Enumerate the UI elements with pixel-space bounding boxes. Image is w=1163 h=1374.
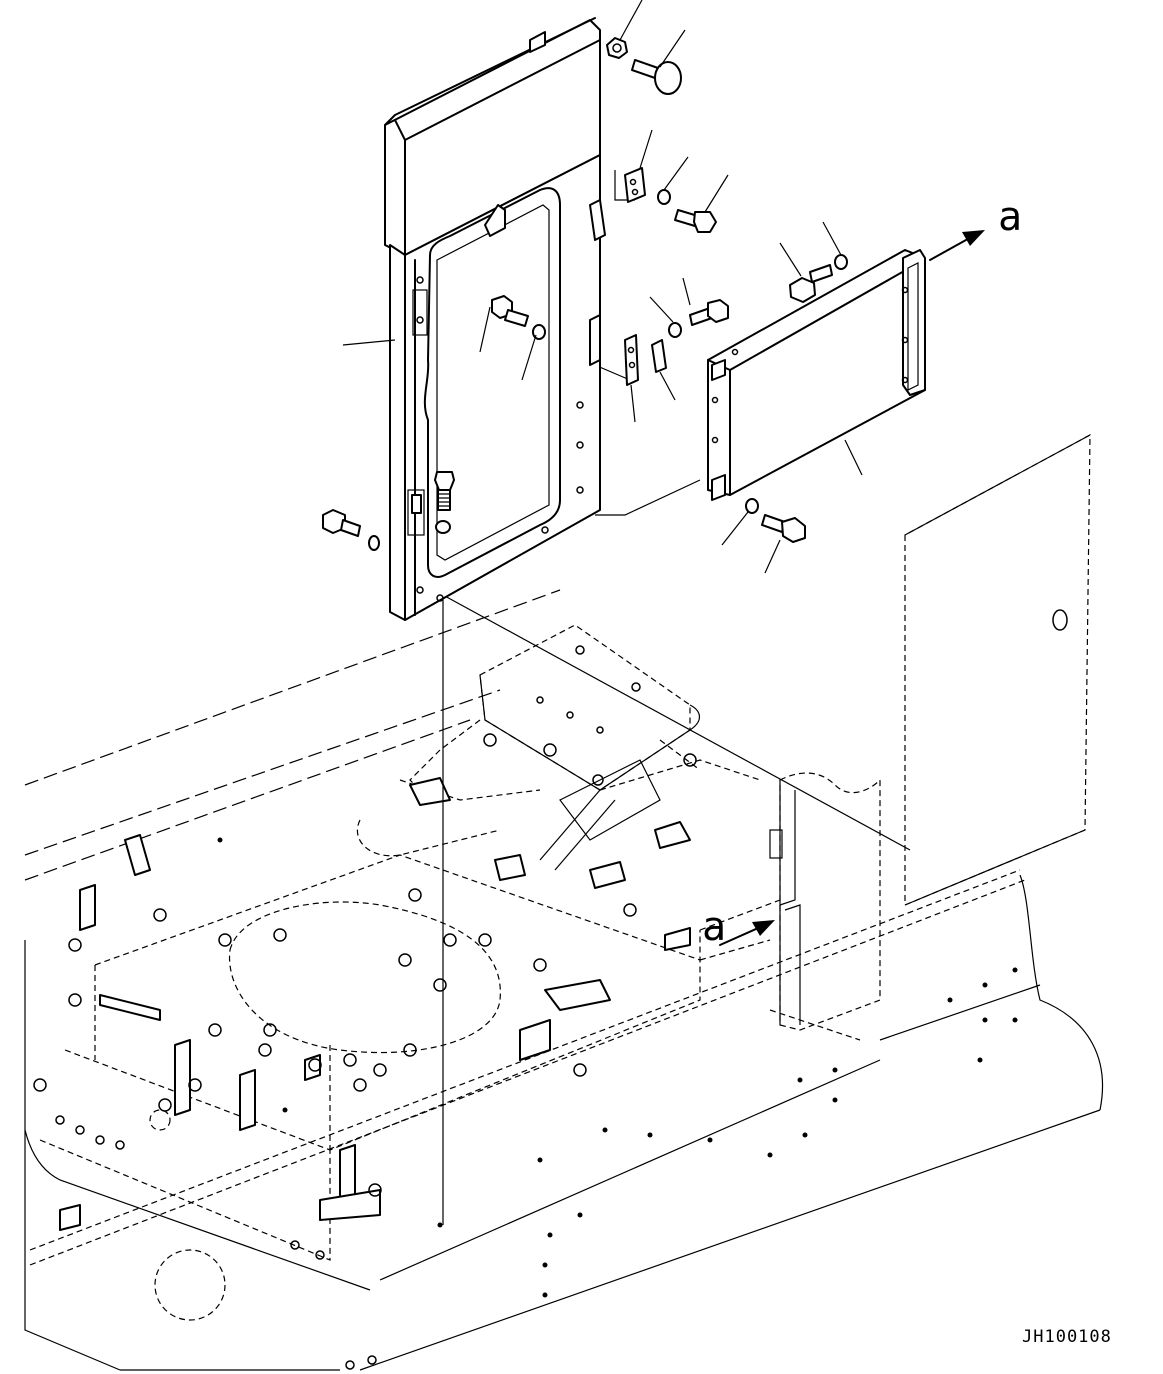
bolt-cover-bottom [761, 514, 806, 543]
leader-lines [342, 0, 863, 574]
view-arrow-bottom: a [702, 904, 775, 950]
fasteners [322, 37, 848, 551]
cover-panel-assembly [384, 17, 606, 621]
frame-holes [55, 645, 1018, 1370]
view-label-a-top: a [998, 194, 1022, 240]
nut-top [606, 37, 628, 59]
bolt-cover-top [789, 264, 833, 303]
revolving-frame [24, 433, 1104, 1371]
bolt-left [322, 509, 361, 537]
bolt-mid [689, 299, 729, 326]
bolt-panel [491, 295, 529, 327]
drawing-code: JH100108 [1022, 1327, 1112, 1347]
clip-lower [624, 334, 667, 386]
small-cover-plate [707, 249, 926, 501]
view-label-a-bottom: a [702, 904, 726, 950]
view-arrow-top: a [929, 194, 1022, 261]
bolt-vertical [434, 471, 455, 511]
knob-bolt-top [631, 59, 682, 95]
frame-nuts [33, 733, 697, 1197]
clip-upper [624, 167, 646, 203]
bolt-upper [674, 209, 717, 233]
